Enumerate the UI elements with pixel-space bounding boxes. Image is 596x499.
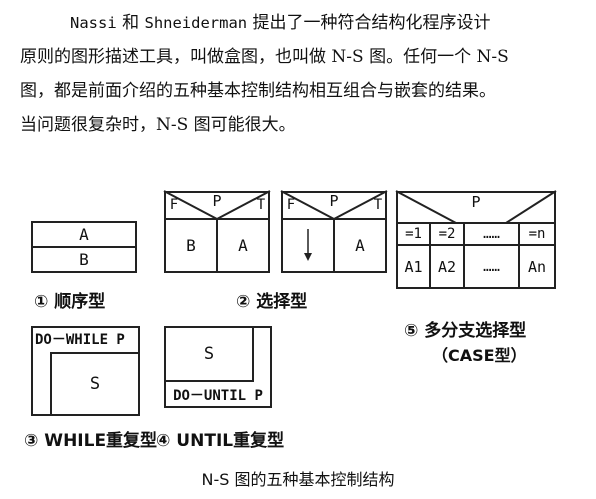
case-box bbox=[396, 191, 556, 289]
case-value-2: A2 bbox=[437, 257, 457, 276]
sequence-caption: ① 顺序型 bbox=[34, 292, 106, 312]
case-label-divider bbox=[396, 244, 556, 246]
sequence-divider bbox=[31, 246, 137, 248]
author-name-shneiderman: Shneiderman bbox=[144, 14, 248, 32]
selection-condition: P bbox=[212, 192, 222, 210]
case-label-2: =2 bbox=[438, 226, 456, 242]
sequence-bottom-cell: B bbox=[79, 250, 89, 269]
case-value-ellipsis: …… bbox=[483, 258, 500, 275]
case-col-divider-1 bbox=[429, 222, 431, 289]
intro-paragraph: Nassi 和 Shneiderman 提出了一种符合结构化程序设计 原则的图形… bbox=[20, 6, 588, 142]
case-condition: P bbox=[471, 193, 481, 211]
case-label-ellipsis: …… bbox=[483, 226, 500, 242]
selection-empty-true-label: T bbox=[373, 197, 383, 213]
do-until-body-box bbox=[164, 326, 254, 382]
arrow-down-icon bbox=[300, 228, 316, 262]
selection-empty-diagonals bbox=[280, 190, 388, 261]
do-while-body: S bbox=[89, 374, 101, 394]
selection-empty-false-label: F bbox=[286, 197, 296, 213]
case-header-divider bbox=[396, 222, 556, 224]
do-while-caption: ③ WHILE重复型 bbox=[24, 431, 158, 451]
selection-right-cell: A bbox=[238, 236, 248, 255]
selection-empty-branch-divider bbox=[333, 218, 335, 273]
case-value-1: A1 bbox=[404, 257, 423, 276]
case-label-n: =n bbox=[528, 226, 546, 242]
do-until-caption: ④ UNTIL重复型 bbox=[156, 431, 285, 451]
case-diagonals bbox=[395, 190, 557, 224]
figure-title: N-S 图的五种基本控制结构 bbox=[201, 470, 395, 489]
case-caption-sub: （CASE型） bbox=[432, 346, 527, 365]
do-while-header: DO－WHILE P bbox=[35, 332, 125, 348]
case-col-divider-2 bbox=[463, 222, 465, 289]
paragraph-line-3: 图，都是前面介绍的五种基本控制结构相互组合与嵌套的结果。 bbox=[20, 81, 496, 101]
case-caption: ⑤ 多分支选择型 bbox=[404, 321, 527, 341]
case-value-n: An bbox=[527, 257, 547, 276]
selection-caption: ② 选择型 bbox=[236, 292, 308, 312]
selection-empty-condition: P bbox=[329, 192, 339, 210]
selection-branch-divider bbox=[216, 218, 218, 273]
selection-left-cell: B bbox=[186, 236, 196, 255]
paragraph-line-1: Nassi 和 Shneiderman 提出了一种符合结构化程序设计 bbox=[20, 6, 588, 40]
selection-diagonals bbox=[163, 190, 271, 220]
do-while-body-box bbox=[50, 352, 140, 416]
case-col-divider-3 bbox=[518, 222, 520, 289]
paragraph-line-4: 当问题很复杂时，N-S 图可能很大。 bbox=[20, 115, 296, 135]
selection-false-label: F bbox=[169, 197, 179, 213]
paragraph-line-2: 原则的图形描述工具，叫做盒图，也叫做 N-S 图。任何一个 N-S bbox=[20, 47, 509, 67]
do-until-body: S bbox=[203, 344, 215, 364]
author-name-nassi: Nassi bbox=[70, 14, 117, 32]
paragraph-line-1-rest: 提出了一种符合结构化程序设计 bbox=[252, 13, 491, 33]
sequence-top-cell: A bbox=[79, 225, 89, 244]
conjunction: 和 bbox=[122, 13, 140, 33]
selection-true-label: T bbox=[256, 197, 266, 213]
do-until-footer: DO－UNTIL P bbox=[173, 388, 263, 404]
selection-empty-right-cell: A bbox=[355, 236, 365, 255]
case-label-1: =1 bbox=[405, 226, 422, 242]
